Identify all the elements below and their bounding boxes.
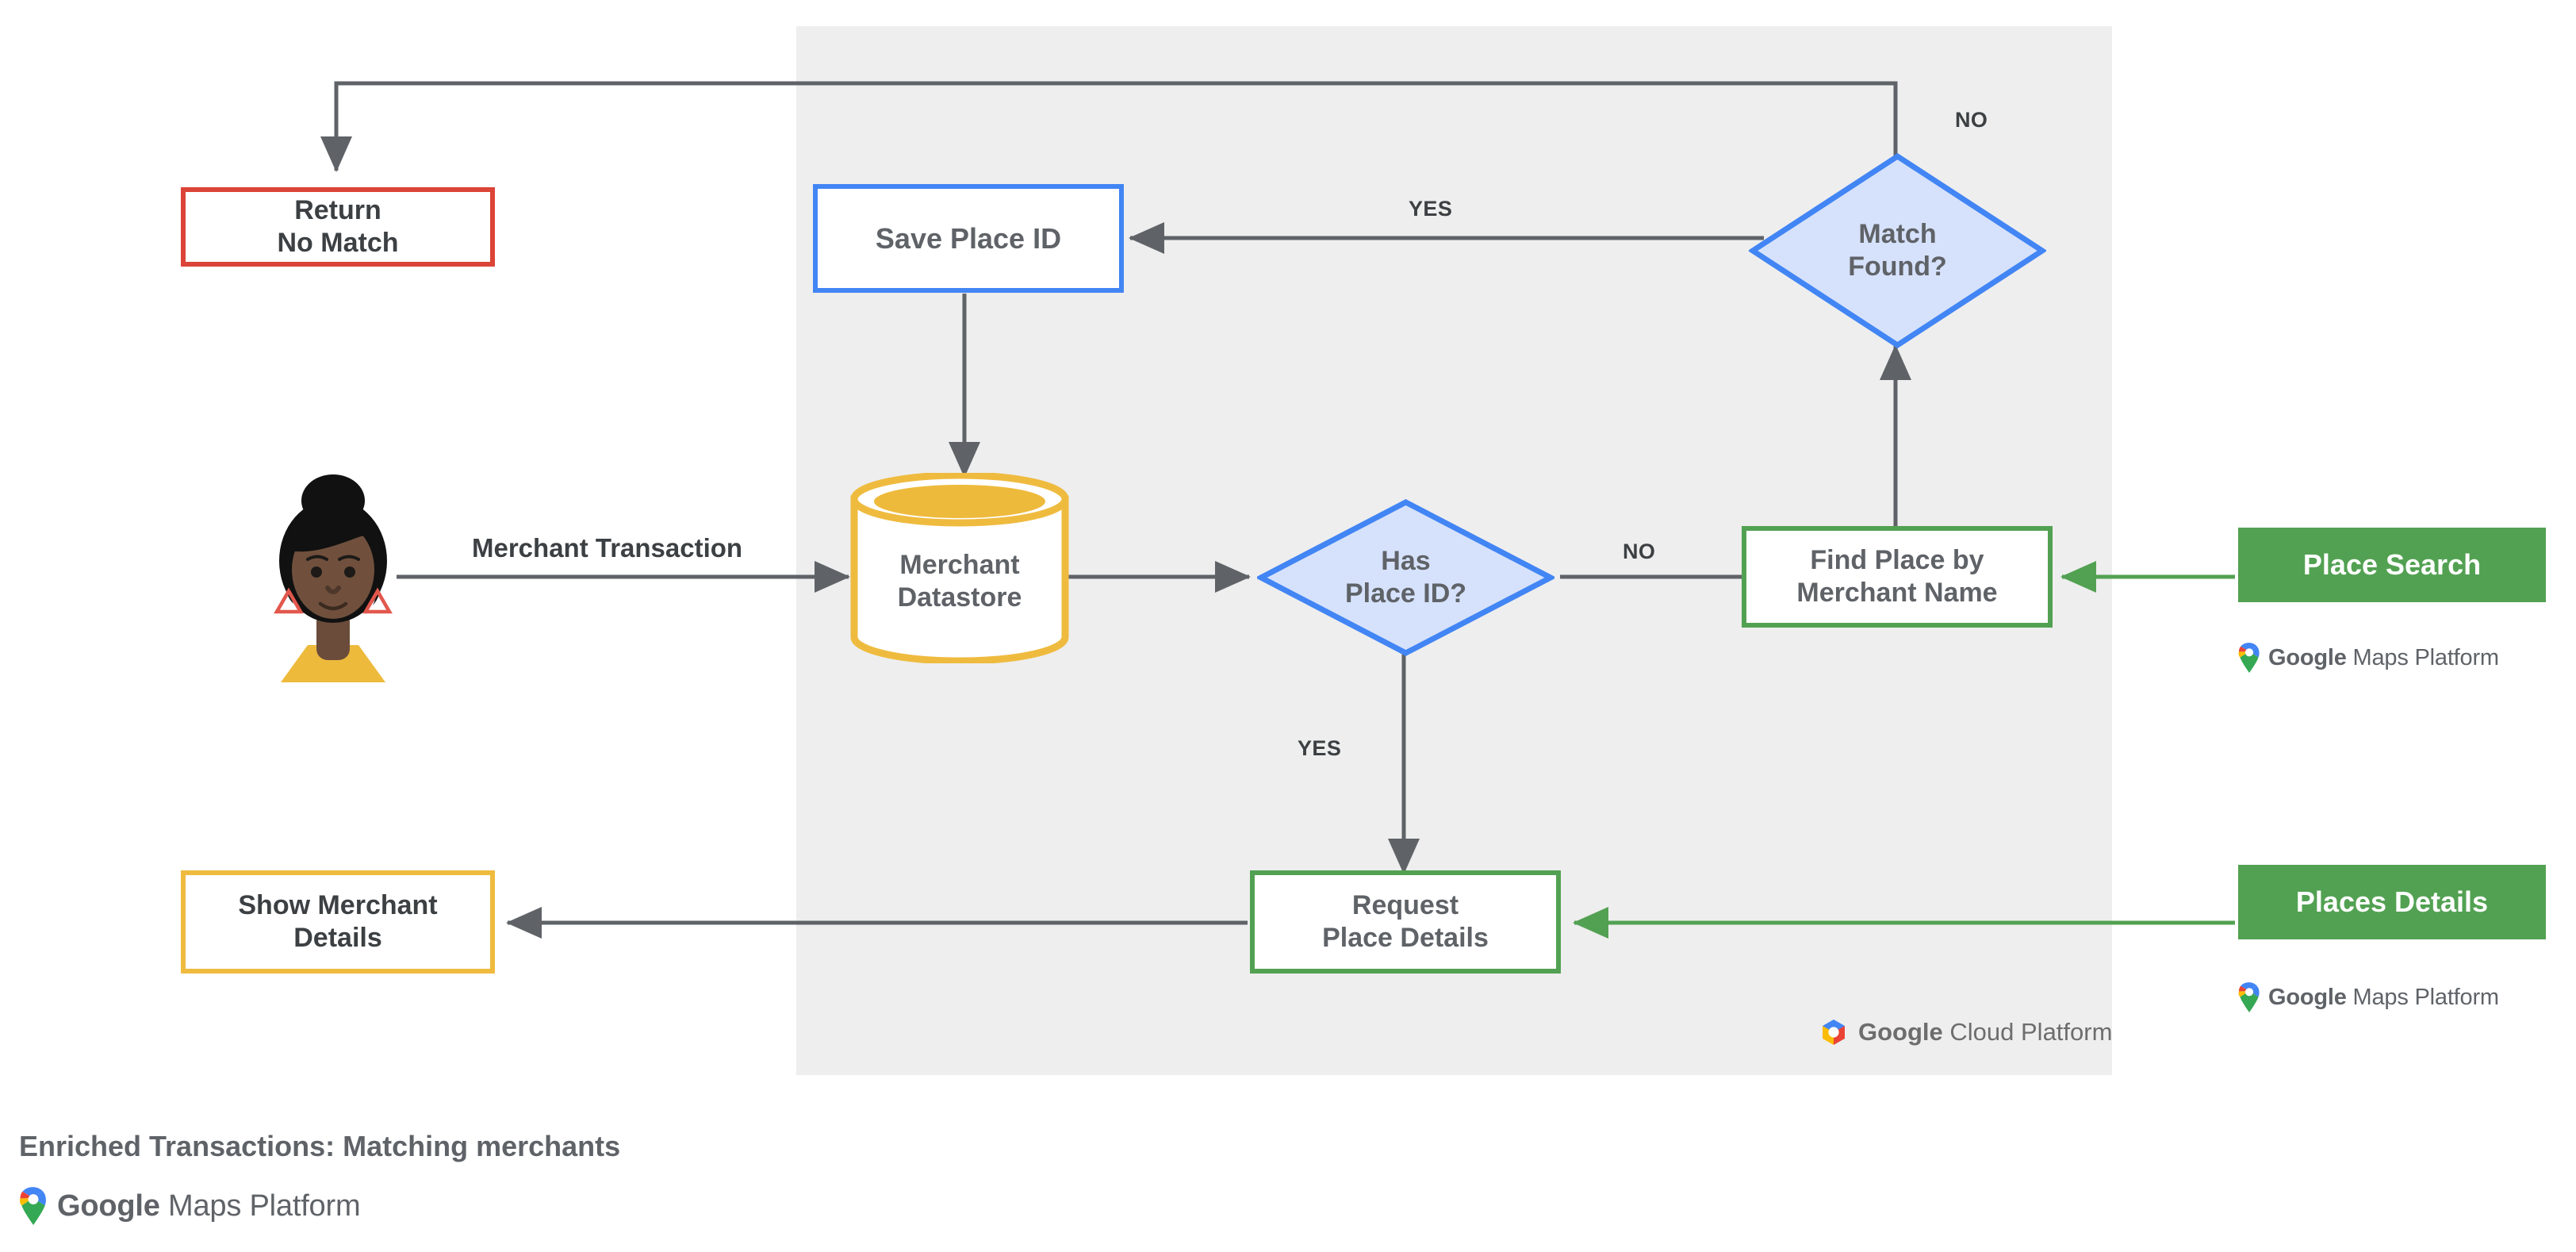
google-cloud-platform-logo: Google Cloud Platform bbox=[1819, 1017, 2112, 1047]
node-save-place-id[interactable]: Save Place ID bbox=[813, 184, 1124, 293]
logo-text-rest: Cloud Platform bbox=[1942, 1018, 2113, 1046]
edge-label-match-found-no: NO bbox=[1955, 108, 1988, 132]
logo-text: Google Maps Platform bbox=[57, 1189, 361, 1223]
diamond-shape bbox=[1749, 152, 2046, 349]
logo-text: Google Maps Platform bbox=[2268, 985, 2499, 1011]
node-request-place-details[interactable]: Request Place Details bbox=[1250, 870, 1561, 974]
node-places-details[interactable]: Places Details bbox=[2238, 865, 2546, 939]
logo-text-google: Google bbox=[1858, 1018, 1943, 1046]
node-return-no-match[interactable]: Return No Match bbox=[181, 187, 495, 267]
cylinder-shape bbox=[850, 473, 1069, 663]
google-maps-platform-logo-footer: Google Maps Platform bbox=[19, 1187, 361, 1225]
logo-text: Google Cloud Platform bbox=[1858, 1018, 2112, 1047]
maps-pin-icon bbox=[20, 1187, 46, 1225]
logo-text: Google Maps Platform bbox=[2268, 645, 2499, 671]
node-label: Match Found? bbox=[1848, 218, 1947, 282]
merchant-customer-avatar bbox=[262, 464, 404, 682]
node-label: Has Place ID? bbox=[1344, 545, 1467, 609]
edge-label-match-found-yes: YES bbox=[1409, 197, 1453, 221]
node-find-place-by-merchant-name[interactable]: Find Place by Merchant Name bbox=[1742, 526, 2053, 628]
diamond-shape bbox=[1257, 499, 1554, 656]
logo-text-rest: Maps Platform bbox=[2346, 984, 2500, 1010]
node-merchant-datastore[interactable]: Merchant Datastore bbox=[847, 473, 1072, 663]
node-match-found[interactable]: Match Found? bbox=[1749, 152, 2046, 349]
google-maps-platform-logo-places-details: Google Maps Platform bbox=[2238, 982, 2499, 1012]
node-show-merchant-details[interactable]: Show Merchant Details bbox=[181, 870, 495, 974]
cloud-hexagon-icon bbox=[1823, 1020, 1845, 1045]
logo-text-rest: Maps Platform bbox=[159, 1189, 361, 1223]
edge-label-merchant-transaction: Merchant Transaction bbox=[472, 533, 743, 563]
google-maps-platform-logo-place-search: Google Maps Platform bbox=[2238, 643, 2499, 673]
maps-pin-icon bbox=[2238, 982, 2260, 1012]
edge-label-has-place-id-yes: YES bbox=[1298, 736, 1342, 760]
edge-label-has-place-id-no: NO bbox=[1623, 540, 1656, 563]
avatar-illustration bbox=[274, 474, 393, 682]
maps-pin-icon bbox=[2238, 643, 2260, 673]
logo-text-google: Google bbox=[2268, 644, 2347, 670]
node-place-search[interactable]: Place Search bbox=[2238, 528, 2546, 602]
logo-text-rest: Maps Platform bbox=[2346, 644, 2500, 670]
logo-text-google: Google bbox=[2268, 984, 2347, 1010]
node-label: Merchant Datastore bbox=[897, 549, 1022, 613]
node-has-place-id[interactable]: Has Place ID? bbox=[1257, 498, 1554, 657]
diagram-title: Enriched Transactions: Matching merchant… bbox=[19, 1130, 621, 1162]
logo-text-google: Google bbox=[57, 1189, 160, 1223]
